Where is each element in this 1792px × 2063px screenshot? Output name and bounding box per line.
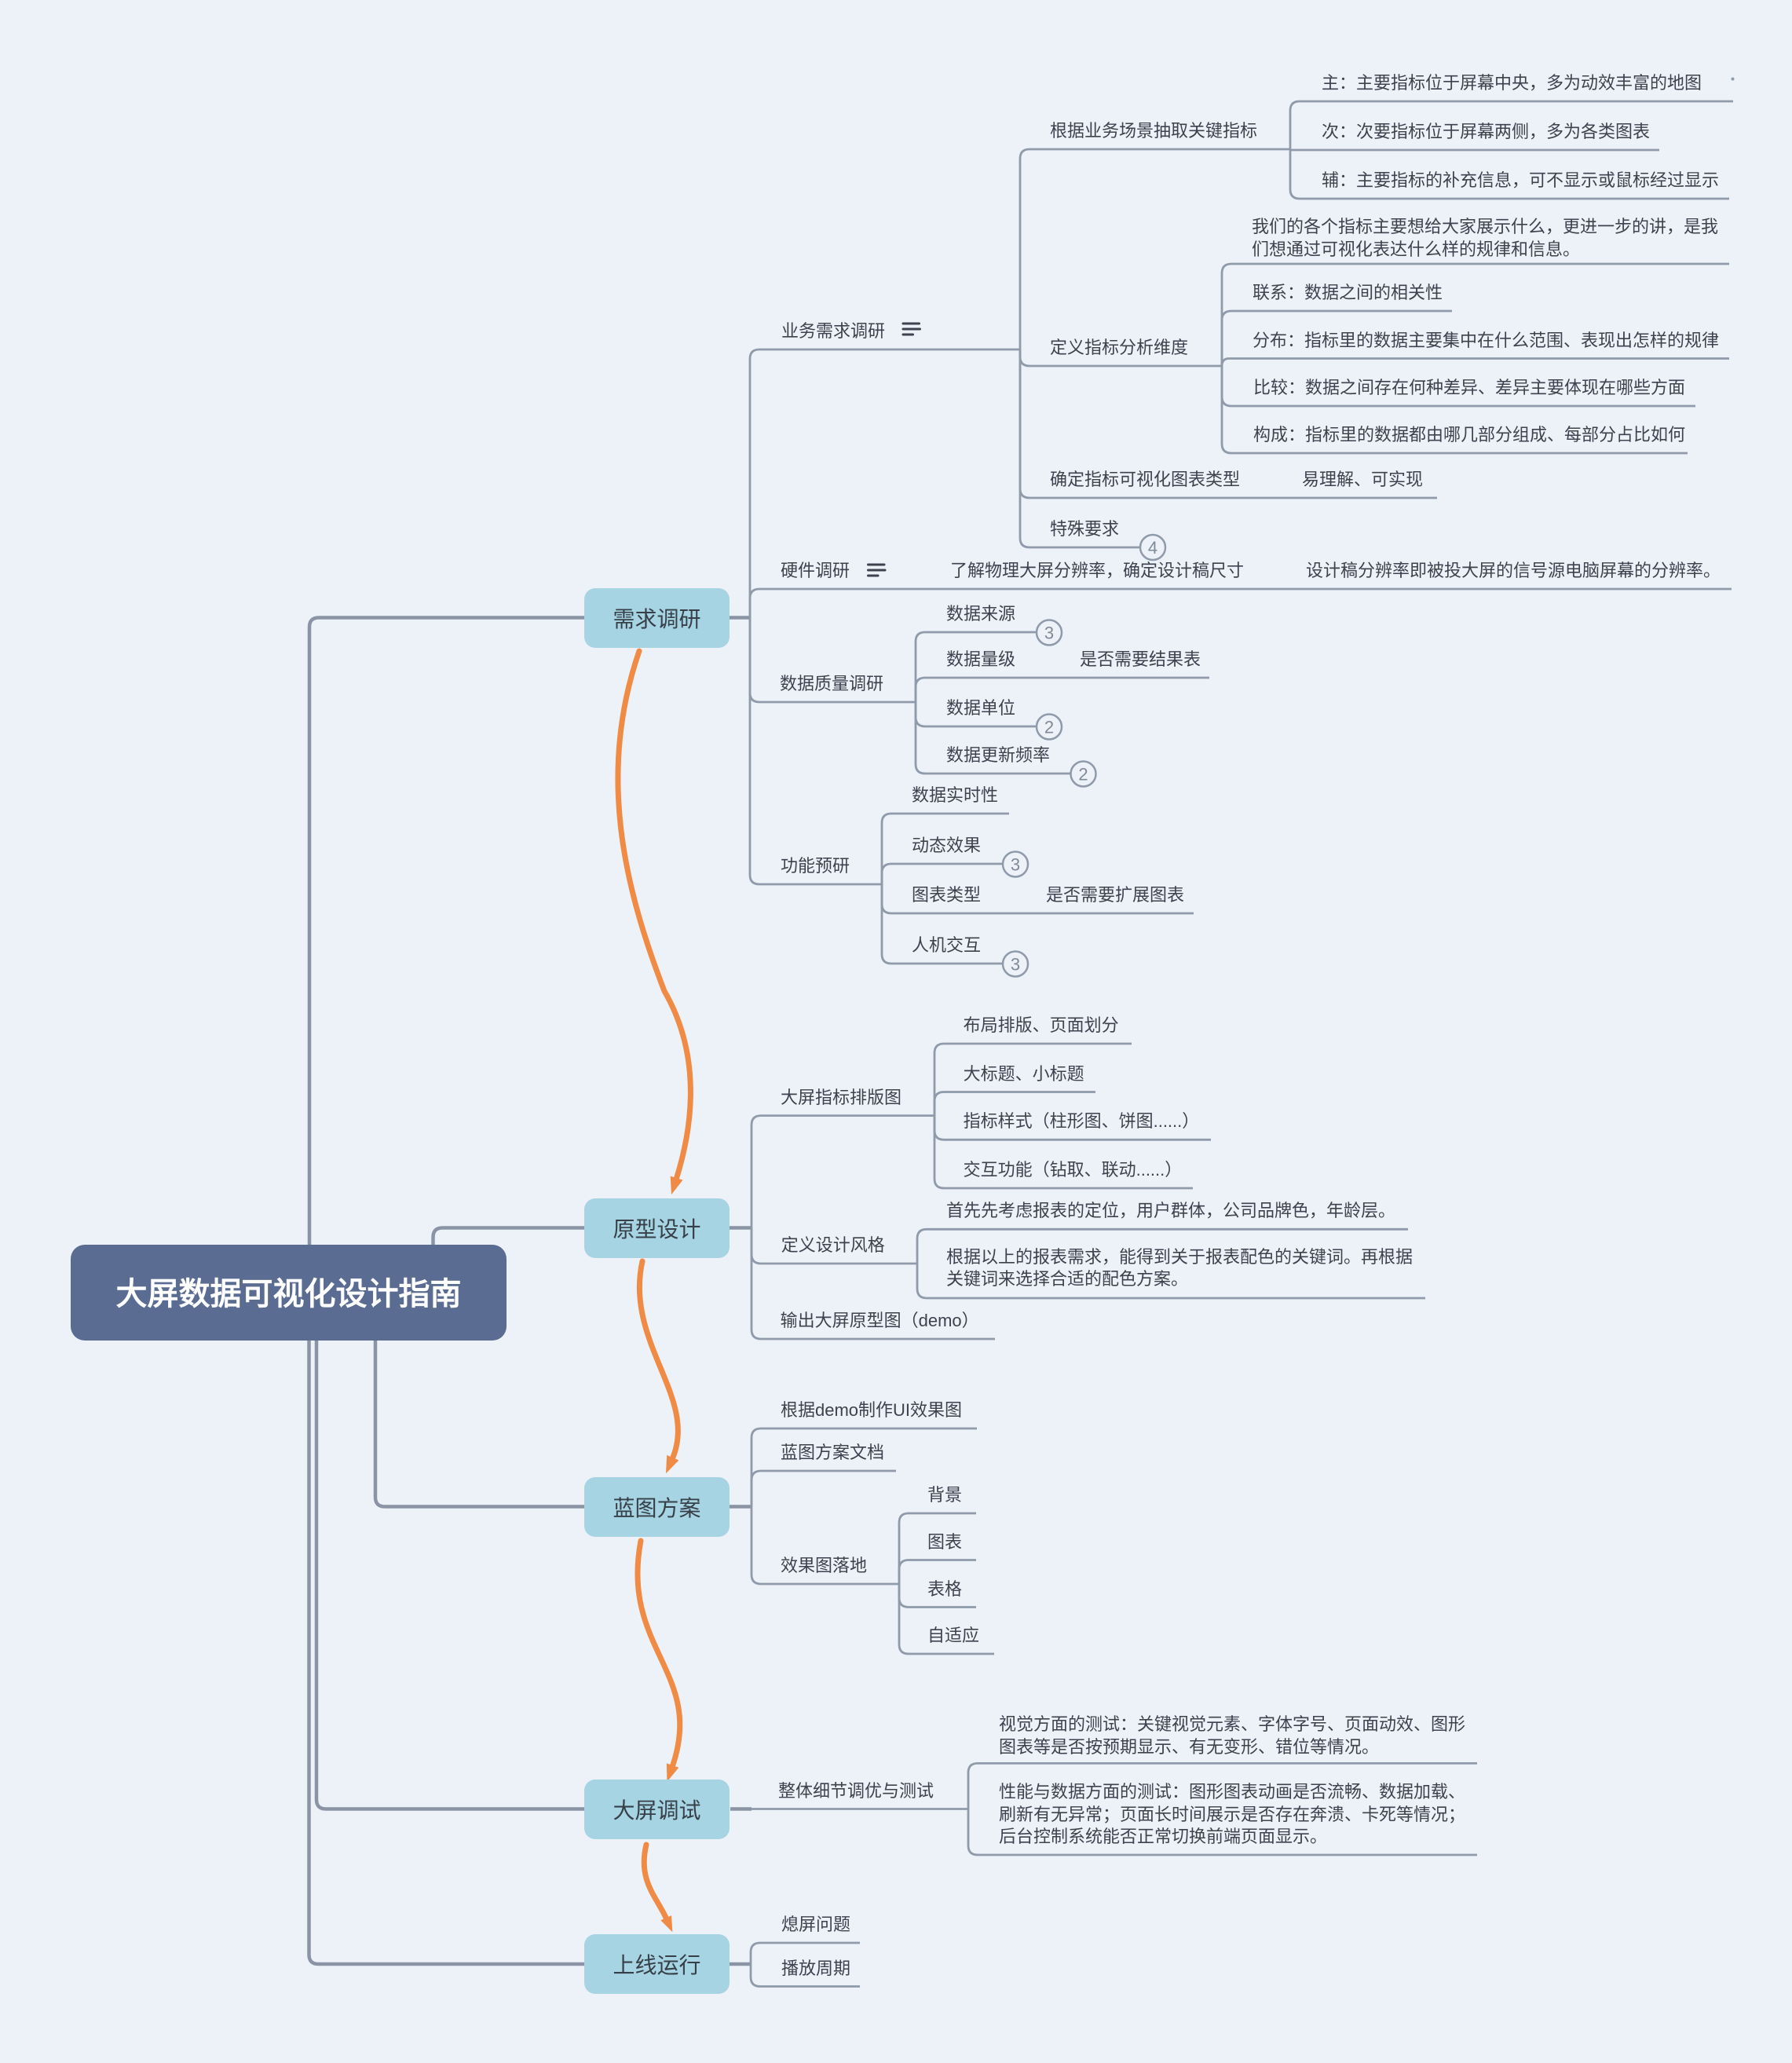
- svg-text:3: 3: [1011, 854, 1020, 874]
- svg-text:3: 3: [1044, 623, 1054, 642]
- svg-text:4: 4: [1148, 538, 1157, 558]
- svg-text:2: 2: [1078, 764, 1088, 784]
- svg-text:2: 2: [1044, 717, 1054, 737]
- svg-text:3: 3: [1011, 954, 1020, 974]
